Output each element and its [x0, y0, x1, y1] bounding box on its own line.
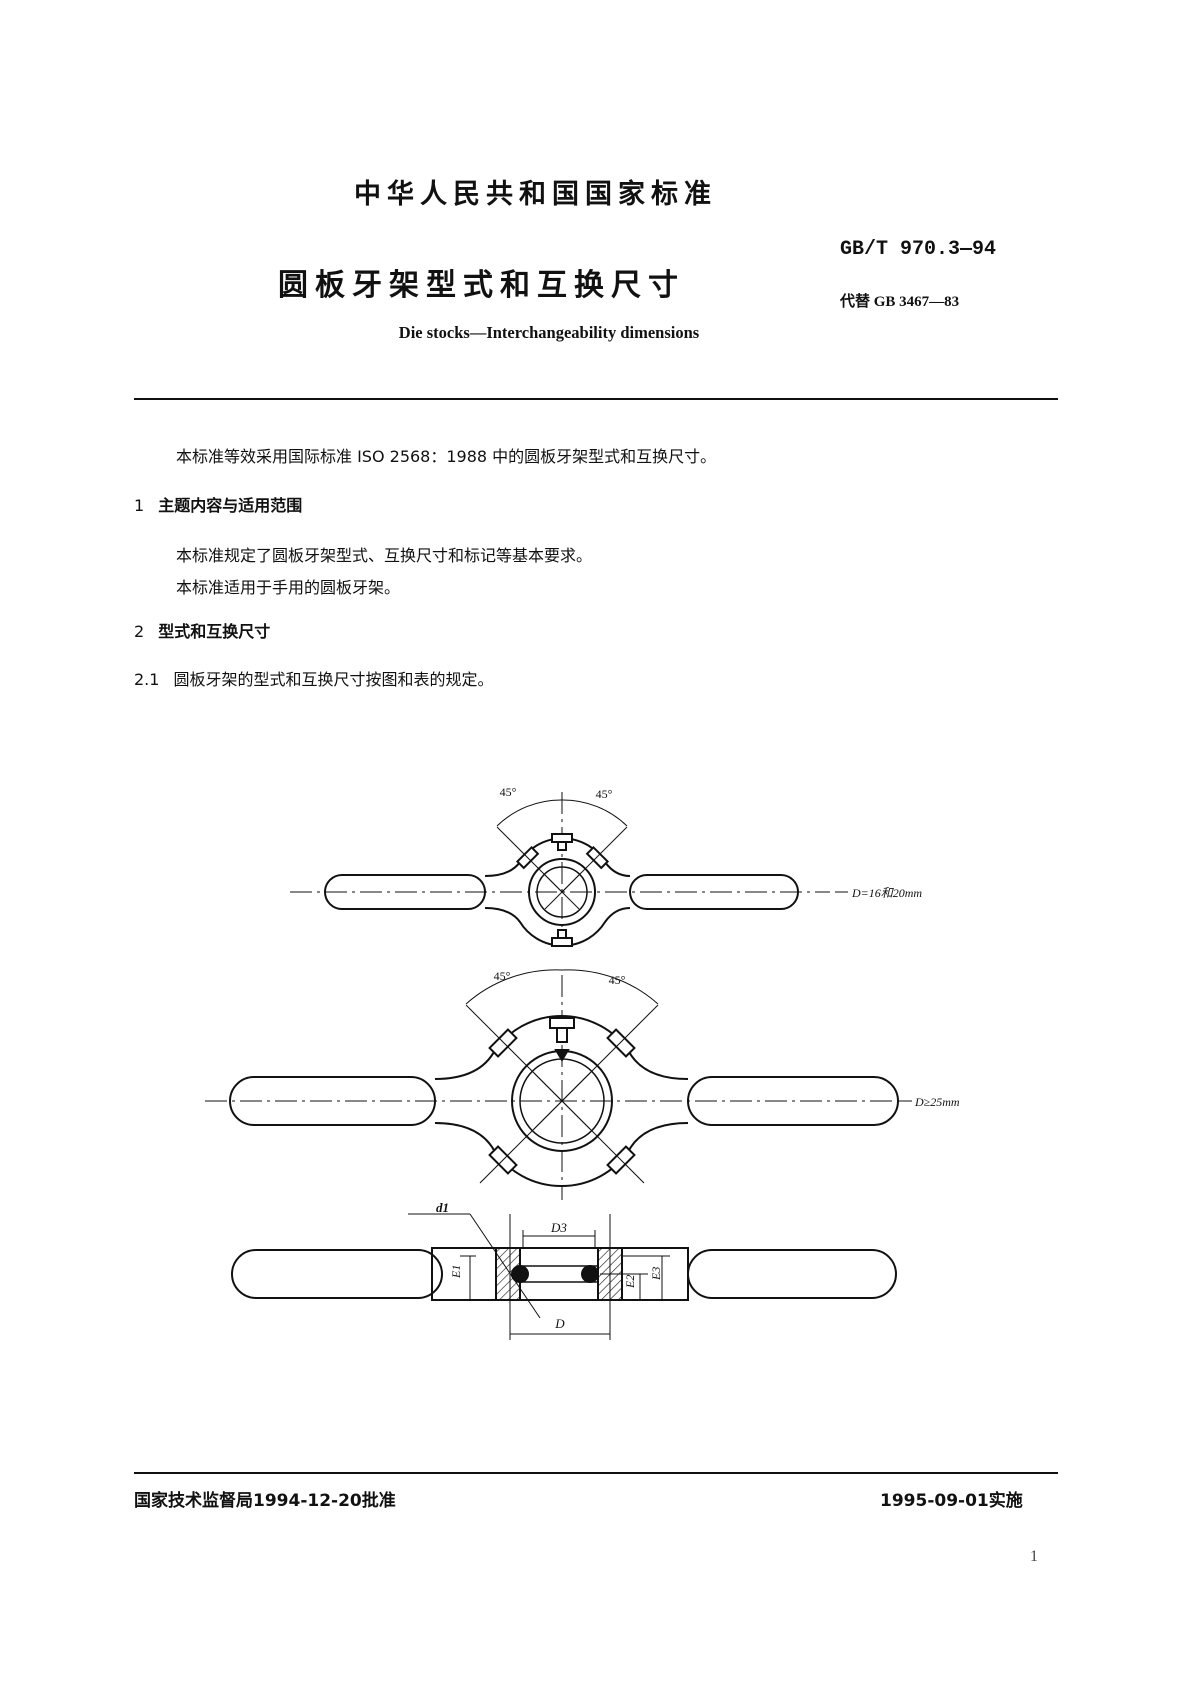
upper-caption: D=16和20mm	[851, 886, 922, 900]
left-handle	[231, 1249, 443, 1299]
dim-D3-label: D3	[550, 1220, 567, 1235]
section-number: 2	[134, 622, 145, 641]
approval-line: 国家技术监督局1994-12-20批准	[134, 1491, 396, 1511]
section-number: 1	[134, 496, 145, 515]
angle-label: 45°	[500, 785, 517, 799]
upper-view	[290, 792, 848, 947]
section-1-heading: 1 主题内容与适用范围	[134, 496, 302, 515]
document-title: 圆板牙架型式和互换尺寸	[278, 268, 685, 303]
right-handle	[687, 1249, 897, 1299]
angle-label: 45°	[609, 973, 626, 987]
screw-left	[511, 1265, 529, 1283]
angle-label: 45°	[596, 787, 613, 801]
dim-D-label: D	[554, 1316, 565, 1331]
angle-label: 45°	[494, 969, 511, 983]
top-screw	[551, 833, 573, 843]
section-view	[231, 1213, 897, 1340]
section-title: 主题内容与适用范围	[158, 496, 303, 515]
dim-E1-label: E1	[449, 1265, 463, 1279]
section-number: 2.1	[134, 670, 160, 689]
page-number: 1	[1030, 1548, 1038, 1565]
national-standard-heading: 中华人民共和国国家标准	[354, 179, 717, 210]
intro-paragraph: 本标准等效采用国际标准 ISO 2568：1988 中的圆板牙架型式和互换尺寸。	[176, 447, 717, 466]
replaces-note: 代替 GB 3467—83	[840, 294, 960, 310]
english-title: Die stocks—Interchangeability dimensions	[398, 323, 700, 342]
header-divider	[134, 398, 1058, 400]
implementation-line: 1995-09-01实施	[880, 1491, 1023, 1511]
footer-divider	[134, 1472, 1058, 1474]
section-title: 型式和互换尺寸	[158, 622, 271, 641]
screw-right	[581, 1265, 599, 1283]
left-handle	[229, 1076, 436, 1126]
left-handle	[324, 874, 486, 910]
section-2-heading: 2 型式和互换尺寸	[134, 622, 270, 641]
middle-caption: D≥25mm	[914, 1095, 960, 1109]
section-text: 圆板牙架的型式和互换尺寸按图和表的规定。	[173, 670, 494, 689]
body-section	[431, 1247, 689, 1301]
bottom-screw	[551, 937, 573, 947]
section-2-1-paragraph: 2.1 圆板牙架的型式和互换尺寸按图和表的规定。	[134, 670, 493, 689]
section-1-paragraph-1: 本标准规定了圆板牙架型式、互换尺寸和标记等基本要求。	[176, 546, 593, 565]
standard-number: GB/T 970.3—94	[840, 238, 997, 261]
dim-d1-label: d1	[436, 1200, 449, 1215]
dim-E2-label: E2	[623, 1275, 637, 1289]
dim-E3-label: E3	[649, 1267, 663, 1281]
die-stock-drawing: 45° 45° D=16和20mm 45° 45° D≥25mm	[205, 785, 960, 1340]
right-handle	[629, 874, 799, 910]
middle-view	[205, 969, 912, 1200]
top-screw	[549, 1017, 575, 1029]
section-1-paragraph-2: 本标准适用于手用的圆板牙架。	[176, 578, 401, 597]
